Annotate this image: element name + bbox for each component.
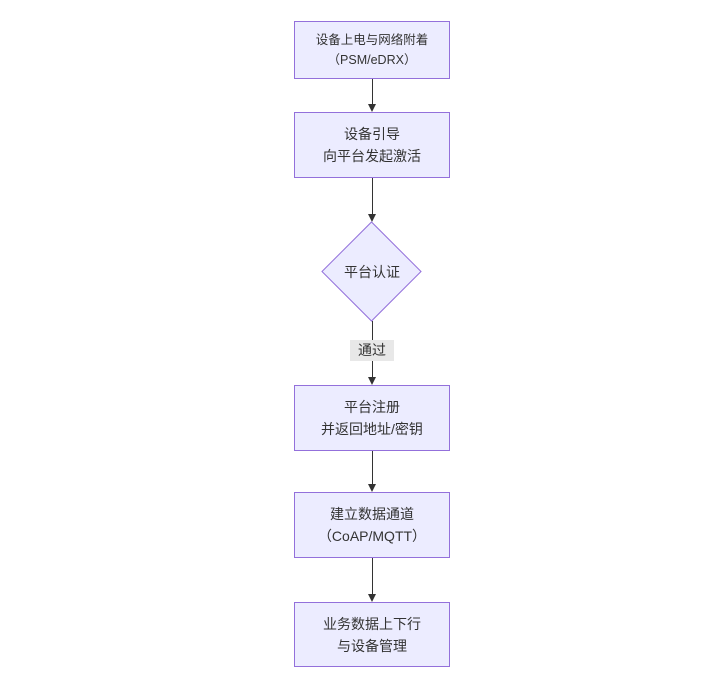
edge-label-pass: 通过 bbox=[350, 340, 394, 361]
node-data-channel-line-1: 建立数据通道 bbox=[330, 506, 414, 522]
node-business-data: 业务数据上下行 与设备管理 bbox=[294, 602, 450, 667]
node-data-channel: 建立数据通道 （CoAP/MQTT） bbox=[294, 492, 450, 558]
node-bootstrap: 设备引导 向平台发起激活 bbox=[294, 112, 450, 178]
edge-power-to-bootstrap bbox=[372, 79, 373, 105]
edge-channel-to-business bbox=[372, 558, 373, 595]
arrowhead-down-icon bbox=[368, 104, 376, 112]
node-business-data-line-1: 业务数据上下行 bbox=[323, 615, 421, 632]
node-platform-register: 平台注册 并返回地址/密钥 bbox=[294, 385, 450, 451]
node-power-attach-line-2: （PSM/eDRX） bbox=[327, 53, 417, 67]
node-platform-register-line-1: 平台注册 bbox=[344, 399, 400, 415]
arrowhead-down-icon bbox=[368, 594, 376, 602]
edge-register-to-channel bbox=[372, 451, 373, 485]
arrowhead-down-icon bbox=[368, 214, 376, 222]
arrowhead-down-icon bbox=[368, 377, 376, 385]
edge-bootstrap-to-auth bbox=[372, 178, 373, 215]
node-bootstrap-line-1: 设备引导 bbox=[344, 126, 400, 142]
node-business-data-line-2: 与设备管理 bbox=[337, 637, 407, 654]
arrowhead-down-icon bbox=[368, 484, 376, 492]
node-power-attach-line-1: 设备上电与网络附着 bbox=[315, 33, 429, 47]
node-bootstrap-line-2: 向平台发起激活 bbox=[323, 148, 421, 164]
node-platform-register-line-2: 并返回地址/密钥 bbox=[321, 421, 423, 437]
node-platform-auth-label: 平台认证 bbox=[344, 264, 400, 280]
node-power-attach: 设备上电与网络附着 （PSM/eDRX） bbox=[294, 21, 450, 79]
node-data-channel-line-2: （CoAP/MQTT） bbox=[317, 528, 427, 544]
